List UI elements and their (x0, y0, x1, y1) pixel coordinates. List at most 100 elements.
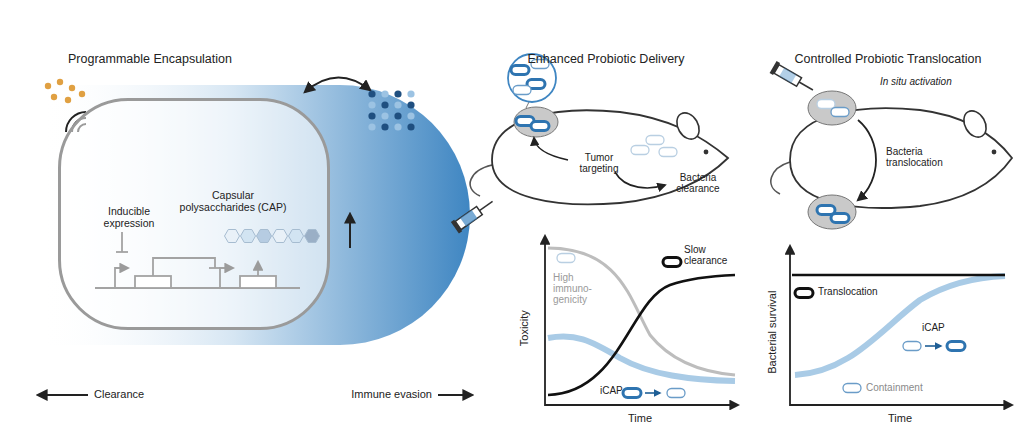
bacteria-icons (831, 214, 849, 223)
capsule-layer (40, 85, 470, 345)
survival-chart (792, 274, 1005, 277)
mouse (470, 165, 492, 196)
bacteria-icons (663, 258, 681, 267)
cap-grid (407, 123, 414, 130)
bacteria-icons (925, 345, 941, 347)
bacteria-icons (511, 66, 529, 75)
upregulation-arrow (350, 214, 351, 248)
mouse (615, 172, 665, 188)
mouse (858, 120, 876, 200)
cap-grid (368, 90, 375, 97)
bacteria-icons (659, 148, 677, 157)
cap-grid (381, 112, 388, 119)
mouse (992, 150, 997, 155)
bacteria-icons (667, 389, 685, 398)
cell-body: Inducible expression Capsular polysacchar… (58, 98, 330, 330)
upregulation-arrow (349, 214, 351, 248)
cap-grid (407, 101, 414, 108)
cap-grid (368, 101, 375, 108)
syringe (479, 201, 492, 210)
annotation: Tumor targeting (570, 152, 628, 174)
axis-label: Immune evasion (332, 388, 432, 400)
cap-grid (368, 112, 375, 119)
bacteria-icons (646, 136, 664, 145)
syringe (451, 220, 462, 234)
curve-label: High immuno- genicity (553, 272, 597, 306)
syringe (774, 65, 802, 87)
bacteria-icons (843, 384, 861, 393)
mouse (808, 91, 856, 125)
syringe (455, 206, 482, 229)
cap-grid (381, 90, 388, 97)
toxicity-chart (548, 336, 735, 381)
syringe (770, 61, 780, 75)
cap-grid (394, 90, 401, 97)
mouse (808, 195, 856, 229)
inducer-molecules (69, 85, 75, 91)
cap-grid (381, 101, 388, 108)
mouse (470, 54, 728, 204)
syringe (451, 196, 497, 234)
curve-label: iCAP (922, 322, 952, 333)
panel-title: Programmable Encapsulation (40, 52, 260, 66)
survival-chart (790, 246, 1012, 405)
toxicity-chart (545, 236, 738, 405)
cap-grid (368, 90, 414, 130)
cap-grid (381, 123, 388, 130)
mouse (959, 107, 990, 141)
exchange-arrow (305, 77, 370, 92)
bacteria-icons (631, 146, 649, 155)
bacteria-icons (795, 289, 813, 298)
syringe (460, 210, 477, 226)
syringe (799, 82, 813, 90)
curve-label: iCAP (600, 385, 630, 396)
axis-title: Time (610, 412, 670, 424)
axis-title: Bacterial survival (766, 272, 778, 392)
cap-grid (394, 123, 401, 130)
cell-label: Inducible expression (89, 205, 169, 229)
panel-title: Enhanced Probiotic Delivery (496, 52, 716, 66)
axis-arrows (438, 394, 472, 396)
curve-label: Slow clearance (684, 244, 736, 266)
exchange-arrow (305, 77, 370, 92)
survival-chart (790, 246, 1012, 405)
curve-label: Containment (866, 382, 946, 393)
annotation: Bacteria translocation (886, 146, 956, 168)
mouse (514, 107, 558, 137)
bacteria-icons (831, 108, 849, 117)
bacteria-icons (903, 342, 921, 351)
curve-label: Translocation (818, 286, 898, 297)
capsule-layer (40, 85, 470, 345)
annotation: In situ activation (880, 76, 990, 87)
syringe (779, 68, 796, 84)
inducer-molecules (79, 91, 85, 97)
cap-grid (394, 112, 401, 119)
bacteria-icons (645, 392, 660, 394)
inducer-molecules (45, 79, 85, 103)
bacteria-icons (513, 86, 531, 95)
syringe (770, 61, 817, 96)
mouse (771, 91, 1012, 229)
toxicity-chart (545, 236, 738, 405)
cap-grid (407, 90, 414, 97)
bacteria-icons (557, 254, 575, 263)
bacteria-icons (511, 60, 965, 398)
inducer-molecules (65, 97, 71, 103)
mouse (704, 150, 709, 155)
cap-label: Capsular polysaccharides (CAP) (179, 189, 287, 213)
panel-title: Controlled Probiotic Translocation (763, 52, 1013, 66)
inducer-molecules (45, 83, 51, 89)
bacteria-icons (817, 100, 835, 109)
cap-grid (394, 101, 401, 108)
axis-arrows (38, 394, 88, 396)
mouse (771, 162, 790, 194)
cap-grid (368, 123, 375, 130)
mouse (672, 109, 703, 143)
bacteria-icons (531, 122, 549, 131)
bacteria-icons (947, 342, 965, 351)
axis-title: Toxicity (518, 288, 530, 368)
bacteria-icons (623, 389, 641, 398)
annotation: Bacteria clearance (672, 172, 724, 194)
axis-label: Clearance (94, 388, 164, 400)
